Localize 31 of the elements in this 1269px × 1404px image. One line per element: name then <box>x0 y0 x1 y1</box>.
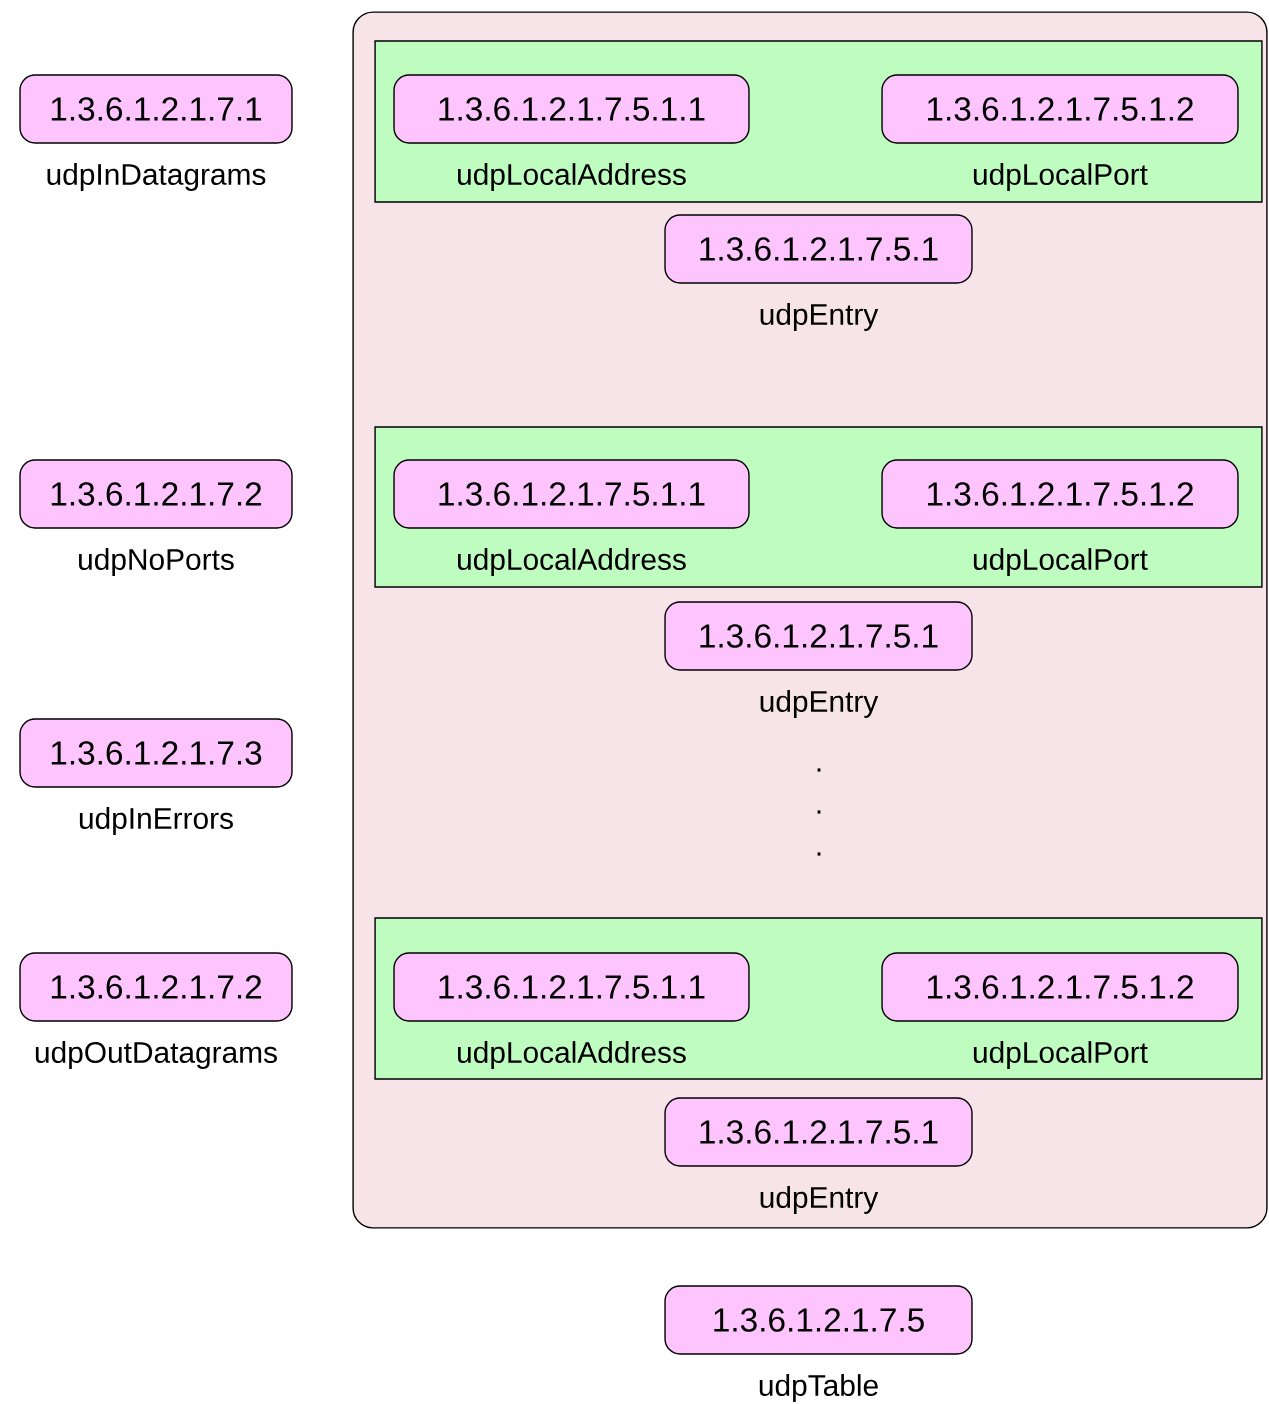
oid-box: 1.3.6.1.2.1.7.5.1.1 <box>393 74 750 144</box>
oid-name: udpInErrors <box>79 807 233 835</box>
oid-box: 1.3.6.1.2.1.7.5.1.1 <box>393 459 750 529</box>
oid-name: udpLocalPort <box>973 548 1148 576</box>
oid-box: 1.3.6.1.2.1.7.5.1 <box>664 601 973 671</box>
oid-box: 1.3.6.1.2.1.7.2 <box>19 952 293 1022</box>
oid-name: udpOutDatagrams <box>35 1041 277 1069</box>
oid-box: 1.3.6.1.2.1.7.5.1.2 <box>881 952 1239 1022</box>
oid-box: 1.3.6.1.2.1.7.3 <box>19 718 293 788</box>
oid-name: udpTable <box>759 1374 878 1402</box>
oid-box: 1.3.6.1.2.1.7.2 <box>19 459 293 529</box>
ellipsis-dot: . <box>817 852 821 856</box>
oid-name: udpLocalPort <box>973 1041 1148 1069</box>
oid-box: 1.3.6.1.2.1.7.5 <box>664 1285 973 1355</box>
oid-box: 1.3.6.1.2.1.7.5.1 <box>664 1097 973 1167</box>
oid-name: udpInDatagrams <box>47 163 266 191</box>
oid-box: 1.3.6.1.2.1.7.5.1 <box>664 214 973 284</box>
oid-name: udpLocalAddress <box>458 548 686 576</box>
oid-name: udpLocalAddress <box>458 1041 686 1069</box>
ellipsis-dot: . <box>817 768 821 772</box>
oid-name: udpEntry <box>760 303 879 331</box>
oid-box: 1.3.6.1.2.1.7.5.1.1 <box>393 952 750 1022</box>
oid-name: udpNoPorts <box>79 548 234 576</box>
oid-name: udpLocalAddress <box>458 163 686 191</box>
oid-name: udpLocalPort <box>973 163 1148 191</box>
oid-box: 1.3.6.1.2.1.7.5.1.2 <box>881 74 1239 144</box>
oid-box: 1.3.6.1.2.1.7.1 <box>19 74 293 144</box>
oid-box: 1.3.6.1.2.1.7.5.1.2 <box>881 459 1239 529</box>
oid-name: udpEntry <box>760 1186 879 1214</box>
oid-name: udpEntry <box>760 690 879 718</box>
ellipsis-dot: . <box>817 810 821 814</box>
